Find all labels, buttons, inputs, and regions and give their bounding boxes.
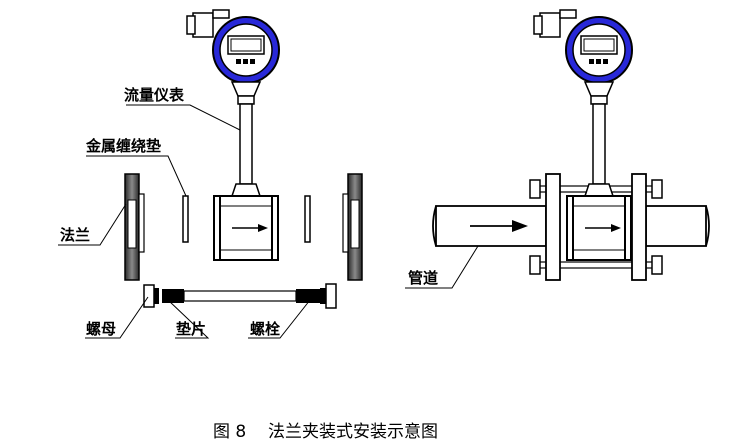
bolt-head	[325, 283, 337, 309]
figure-number: 图 8	[213, 422, 246, 442]
metal-gasket-left	[182, 195, 189, 243]
metal-gasket-right	[304, 195, 311, 243]
label-pipe: 管道	[408, 269, 438, 287]
leader-pipe	[405, 245, 479, 289]
flange-left	[124, 173, 145, 281]
exploded-view: 流量仪表 金属缠绕垫 法兰 螺母 垫片 螺栓	[58, 9, 363, 339]
nut-part	[143, 284, 155, 308]
figure-title: 法兰夹装式安装示意图	[268, 422, 438, 442]
label-flow-meter: 流量仪表	[124, 86, 185, 104]
bolt-assembly	[143, 283, 337, 309]
label-flange: 法兰	[60, 226, 90, 244]
flange-right	[342, 173, 363, 281]
bolt-shank	[183, 290, 297, 302]
label-nut: 螺母	[86, 320, 116, 338]
label-washer: 垫片	[176, 320, 206, 338]
label-metal-gasket: 金属缠绕垫	[85, 137, 161, 155]
installed-flange-right	[631, 173, 647, 281]
installed-view: 管道	[405, 9, 710, 289]
label-bolt: 螺栓	[250, 320, 280, 338]
flow-meter-right	[533, 9, 633, 261]
installed-flange-left	[545, 173, 561, 281]
washer-part	[162, 289, 184, 303]
flow-meter-left	[186, 9, 280, 261]
leader-lines-left	[58, 104, 311, 339]
